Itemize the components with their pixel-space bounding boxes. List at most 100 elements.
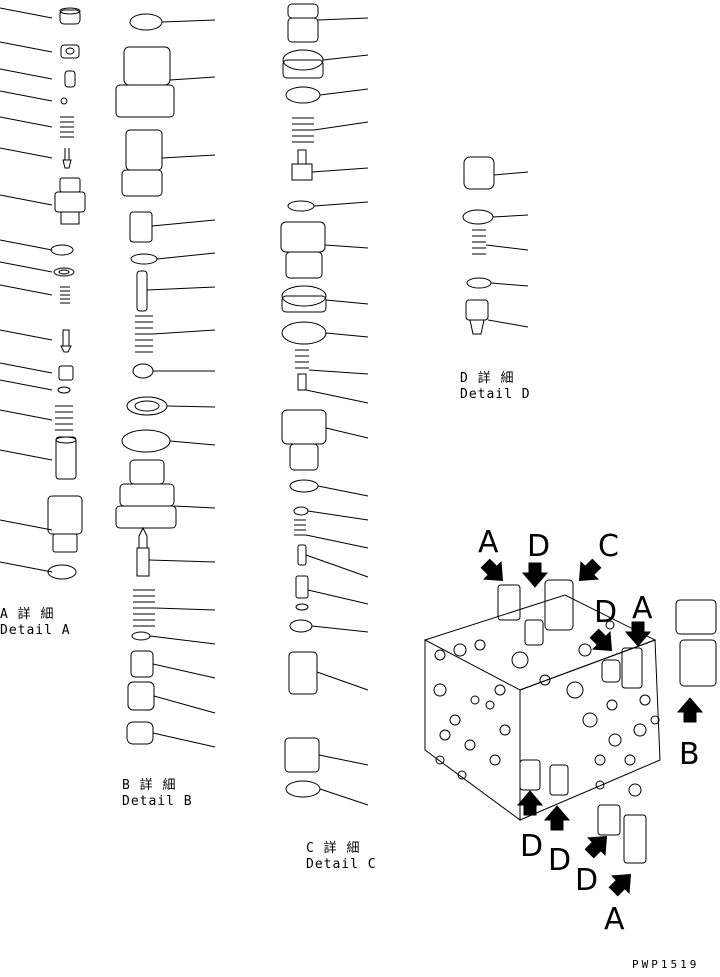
callout-d-top: D xyxy=(527,529,551,564)
leader-line xyxy=(0,519,53,531)
detail-c-caption-en: Detail C xyxy=(306,857,377,872)
port-hole xyxy=(628,783,642,797)
callout-a-mid: A xyxy=(632,591,653,626)
callout-d-bottom-left-2: D xyxy=(548,843,572,878)
leader-line xyxy=(0,147,53,159)
port-hole xyxy=(449,714,461,726)
leader-line xyxy=(166,405,216,408)
port-hole xyxy=(539,674,551,686)
leader-line xyxy=(0,239,53,251)
port-hole xyxy=(489,754,501,766)
leader-line xyxy=(318,754,369,766)
port-hole xyxy=(434,649,446,661)
leader-line xyxy=(325,332,369,338)
leader-line xyxy=(161,154,216,159)
leader-line xyxy=(152,732,216,748)
leader-line xyxy=(156,252,216,260)
detail-b-caption-en: Detail B xyxy=(122,794,193,809)
port-hole xyxy=(464,739,476,751)
leader-line xyxy=(169,76,216,81)
port-hole xyxy=(595,780,605,790)
leader-line xyxy=(146,286,216,291)
detail-a-caption-en: Detail A xyxy=(0,623,71,638)
callout-arrow xyxy=(521,562,549,588)
port-hole xyxy=(582,712,598,728)
detail-d-parts xyxy=(462,156,495,335)
detail-c-parts xyxy=(280,3,327,798)
leader-line xyxy=(148,559,216,563)
leader-lines xyxy=(0,7,529,806)
leader-line xyxy=(0,561,53,573)
leader-line xyxy=(0,7,53,19)
port-hole xyxy=(499,724,511,736)
leader-line xyxy=(316,671,369,691)
callout-arrow xyxy=(624,621,652,647)
leader-line xyxy=(0,41,53,53)
leader-line xyxy=(0,362,53,374)
leader-line xyxy=(322,54,369,61)
leader-line xyxy=(492,214,529,218)
leader-line xyxy=(161,19,216,23)
port-hole xyxy=(433,683,447,697)
leader-line xyxy=(325,299,369,305)
leader-line xyxy=(308,369,369,375)
main-valve-block xyxy=(423,579,717,864)
port-hole xyxy=(439,729,451,741)
leader-line xyxy=(151,219,216,227)
port-hole xyxy=(608,733,622,747)
port-hole xyxy=(639,694,651,706)
leader-line xyxy=(313,121,369,131)
port-hole xyxy=(494,684,506,696)
leader-line xyxy=(0,449,53,461)
leader-line xyxy=(173,505,216,509)
leader-line xyxy=(324,244,369,249)
leader-line xyxy=(487,319,529,328)
leader-line xyxy=(311,167,369,173)
port-hole xyxy=(650,715,660,725)
leader-line xyxy=(305,554,369,578)
leader-line xyxy=(305,534,369,549)
detail-a-caption-jp: A 詳 細 xyxy=(0,607,55,622)
detail-d-caption-en: Detail D xyxy=(460,387,531,402)
leader-line xyxy=(0,329,53,341)
callout-d-bottom-left-3: D xyxy=(575,863,599,898)
leader-line xyxy=(493,171,529,176)
port-hole xyxy=(511,651,529,669)
port-hole xyxy=(633,723,647,737)
port-hole xyxy=(435,755,445,765)
callout-a-bottom: A xyxy=(604,902,625,937)
callout-arrow xyxy=(676,697,704,723)
leader-line xyxy=(0,194,53,206)
port-hole xyxy=(453,643,467,657)
drawing-code: PWP1519 xyxy=(632,958,700,971)
detail-b-parts xyxy=(115,13,177,745)
port-holes xyxy=(433,620,660,797)
port-hole xyxy=(624,754,636,766)
leader-line xyxy=(0,284,53,296)
callout-d-bottom-left-1: D xyxy=(520,829,544,864)
leader-line xyxy=(0,409,53,421)
leader-line xyxy=(152,663,216,679)
leader-line xyxy=(153,695,216,714)
port-hole xyxy=(606,699,618,711)
callout-arrow xyxy=(584,835,608,859)
leader-line xyxy=(0,68,53,80)
callout-arrow xyxy=(589,628,613,652)
callout-arrow xyxy=(578,558,602,582)
detail-a-parts xyxy=(47,7,86,580)
leader-line xyxy=(313,201,369,207)
leader-line xyxy=(169,440,216,446)
callout-d-mid: D xyxy=(594,595,618,630)
port-hole xyxy=(605,620,615,630)
leader-line xyxy=(317,485,369,497)
port-hole xyxy=(470,695,480,705)
leader-line xyxy=(0,90,53,102)
leader-line xyxy=(311,625,369,633)
leader-line xyxy=(307,589,369,605)
leader-line xyxy=(317,17,369,21)
callout-arrow xyxy=(608,873,632,897)
port-hole xyxy=(578,643,592,657)
callout-b-right: B xyxy=(679,737,700,772)
port-hole xyxy=(566,681,584,699)
